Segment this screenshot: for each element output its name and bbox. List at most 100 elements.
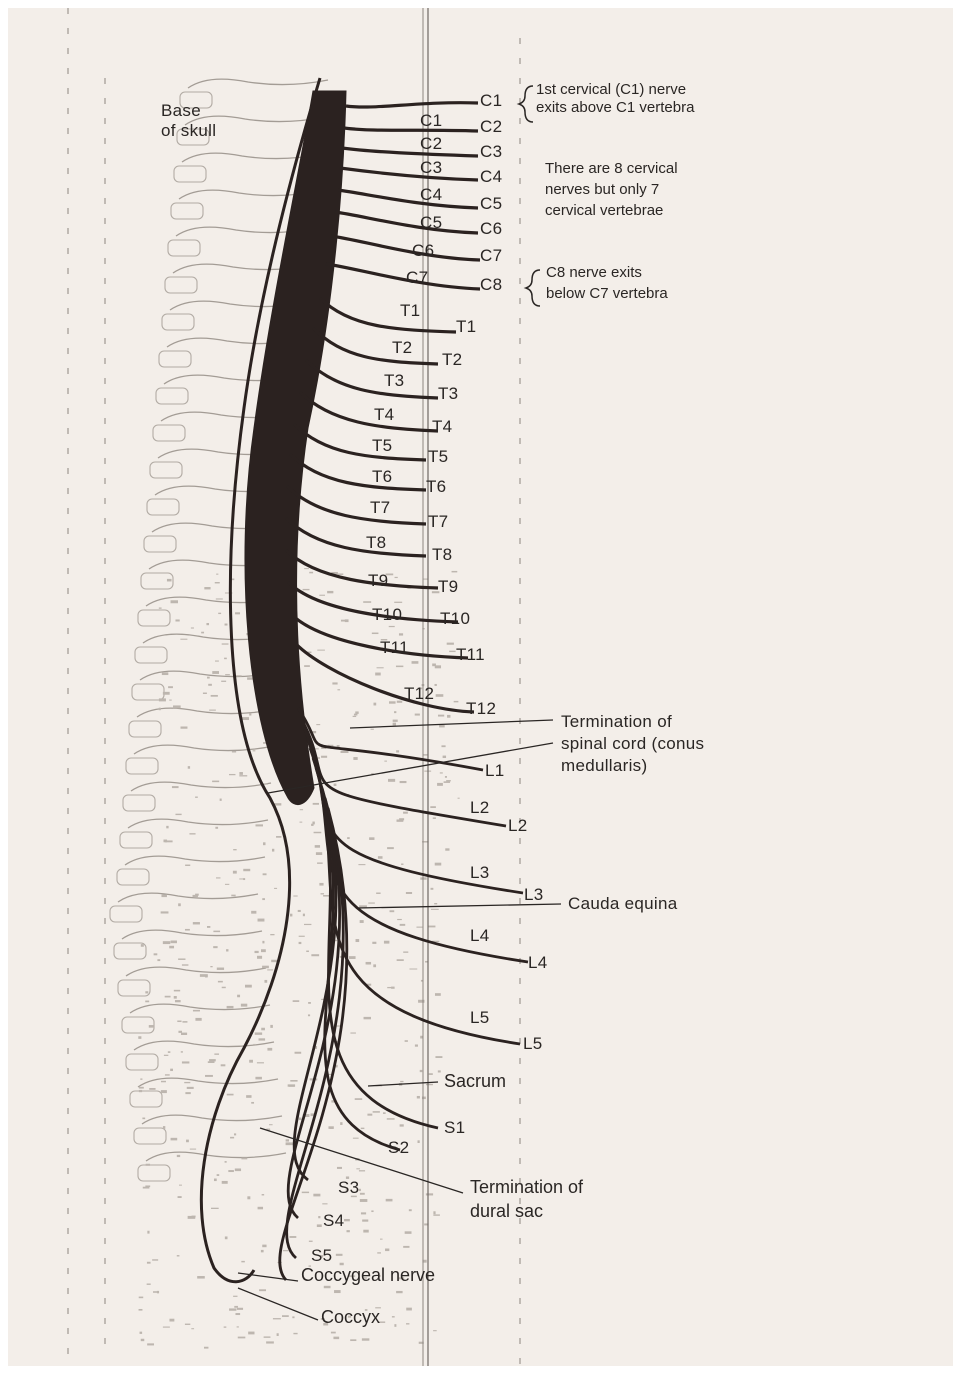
texture-speck (253, 1044, 256, 1045)
texture-speck (235, 612, 240, 614)
texture-speck (187, 1087, 194, 1089)
texture-speck (387, 1118, 395, 1119)
texture-speck (179, 1185, 182, 1186)
texture-speck (149, 1088, 155, 1090)
texture-speck (147, 1231, 149, 1234)
texture-speck (317, 862, 323, 863)
texture-speck (210, 966, 212, 967)
texture-speck (169, 700, 171, 701)
texture-speck (234, 1306, 238, 1308)
texture-speck (439, 725, 445, 728)
texture-speck (251, 911, 256, 914)
vertebra-outline (134, 1041, 274, 1050)
texture-speck (175, 619, 179, 621)
texture-speck (152, 1259, 158, 1260)
vertebra-outline (118, 893, 258, 902)
texture-speck (389, 626, 395, 627)
vertebra-process (138, 610, 170, 626)
texture-speck (399, 633, 403, 635)
vertebra-outline (134, 745, 274, 754)
texture-speck (221, 681, 226, 682)
texture-speck (293, 896, 297, 897)
texture-speck (262, 898, 265, 900)
texture-speck (312, 822, 314, 825)
texture-speck (393, 720, 398, 722)
texture-speck (251, 1102, 254, 1104)
texture-speck (189, 833, 195, 834)
texture-speck (356, 1168, 360, 1169)
nerve-label-l1: L1 (485, 761, 505, 780)
texture-speck (161, 1081, 166, 1082)
texture-speck (161, 1090, 167, 1093)
texture-speck (235, 1168, 241, 1171)
c8-note-line-1: C8 nerve exits (546, 264, 642, 281)
texture-speck (323, 895, 329, 897)
texture-speck (445, 848, 449, 850)
texture-speck (249, 713, 251, 715)
texture-speck (222, 643, 229, 644)
texture-speck (200, 974, 208, 977)
texture-speck (394, 711, 396, 713)
vertebra-process (150, 462, 182, 478)
texture-speck (428, 926, 435, 928)
texture-speck (233, 871, 237, 874)
texture-speck (208, 684, 212, 686)
texture-speck (208, 1061, 215, 1063)
texture-speck (146, 1164, 150, 1166)
cervical-note-line-3: cervical vertebrae (545, 202, 663, 219)
texture-speck (361, 1212, 366, 1214)
texture-speck (393, 723, 396, 726)
vertebra-outline (131, 782, 271, 791)
texture-speck (317, 650, 325, 651)
nerve-label-c7: C7 (480, 246, 502, 265)
texture-speck (378, 856, 383, 859)
texture-speck (396, 1291, 402, 1293)
texture-speck (362, 1338, 369, 1340)
c1-note-line-1: 1st cervical (C1) nerve (536, 81, 686, 98)
vertebra-outline (188, 79, 328, 88)
vertebra-process (129, 721, 161, 737)
texture-speck (304, 665, 310, 667)
nerve-label-c2: C2 (480, 117, 502, 136)
texture-speck (409, 968, 417, 969)
texture-speck (171, 941, 177, 944)
texture-speck (247, 677, 253, 679)
nerve-root (326, 264, 480, 289)
nerve-label-s3: S3 (338, 1178, 359, 1197)
texture-speck (264, 1336, 271, 1337)
texture-speck (248, 1332, 254, 1335)
texture-speck (170, 1069, 173, 1071)
texture-speck (302, 1192, 309, 1193)
texture-speck (147, 1343, 154, 1345)
texture-speck (165, 840, 173, 842)
texture-speck (387, 847, 394, 849)
nerve-label-s4: S4 (323, 1211, 344, 1230)
texture-speck (139, 1087, 144, 1089)
vertebra-process (130, 1091, 162, 1107)
texture-speck (231, 895, 235, 897)
vertebra-label-t1: T1 (400, 301, 420, 320)
vertebra-process (138, 1165, 170, 1181)
texture-speck (163, 941, 170, 944)
texture-speck (435, 1056, 442, 1058)
texture-speck (349, 956, 356, 959)
vertebra-outline (125, 856, 265, 865)
texture-speck (253, 750, 256, 751)
texture-speck (360, 1199, 368, 1202)
texture-speck (353, 757, 357, 760)
vertebra-label-t11: T11 (380, 638, 409, 657)
texture-speck (241, 1158, 247, 1160)
nerve-root (342, 148, 478, 156)
texture-speck (409, 1209, 412, 1211)
texture-speck (400, 1124, 404, 1126)
texture-speck (363, 601, 371, 603)
vertebra-process (171, 203, 203, 219)
texture-speck (269, 1124, 273, 1125)
texture-speck (362, 1219, 368, 1221)
texture-speck (215, 827, 218, 829)
base-of-skull-label-1: Base (161, 101, 201, 120)
texture-speck (317, 1224, 322, 1227)
texture-speck (373, 703, 376, 706)
spinal-nerves-diagram: Base of skull 1st cervical (C1) nerve ex… (8, 8, 953, 1366)
leader-line (350, 720, 553, 728)
